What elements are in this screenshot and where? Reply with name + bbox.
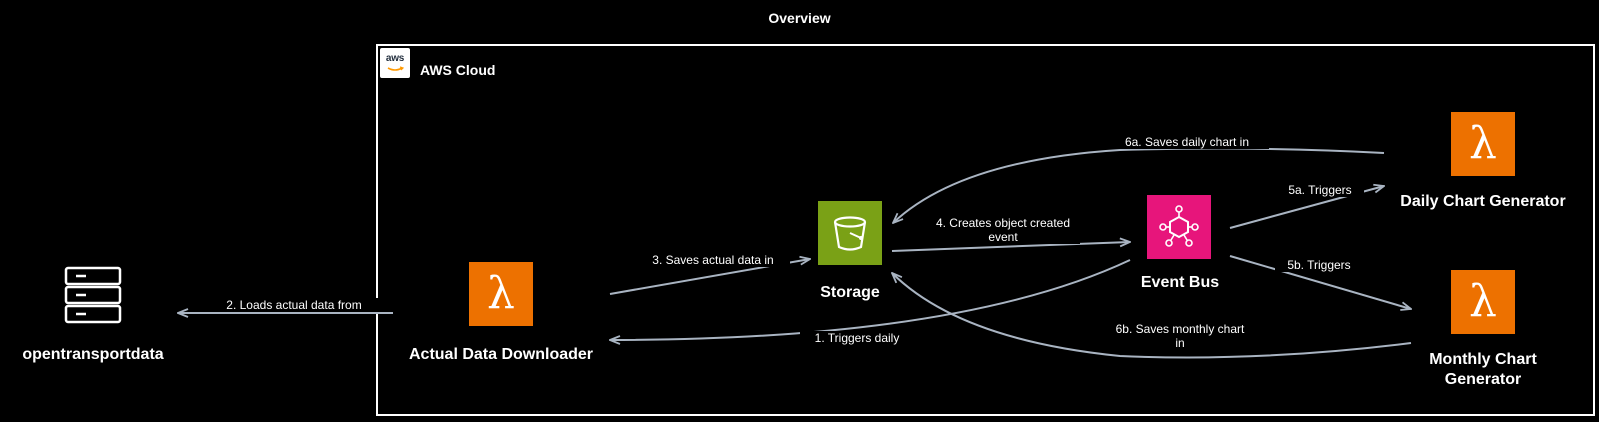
s3-bucket-icon <box>833 216 867 251</box>
edge-label-5b: 5b. Triggers <box>1275 258 1363 272</box>
eventbridge-icon <box>1159 205 1199 247</box>
edge-line-5b <box>1229 255 1411 309</box>
edge-label-2: 2. Loads actual data from <box>208 298 380 312</box>
edge-label-6a: 6a. Saves daily chart in <box>1105 135 1269 149</box>
edge-label-4: 4. Creates object created event <box>926 216 1080 244</box>
monthly-generator-label: Monthly Chart Generator <box>1429 351 1537 388</box>
server-icon <box>64 266 122 324</box>
edge-line-6a <box>893 147 1385 223</box>
daily-generator-label: Daily Chart Generator <box>1400 193 1566 210</box>
event-bus-node[interactable] <box>1147 195 1211 259</box>
edge-line-6b <box>892 273 1412 359</box>
external-source-label: opentransportdata <box>22 346 164 363</box>
storage-label: Storage <box>820 284 880 301</box>
lambda-icon: λ <box>1469 276 1497 327</box>
daily-generator-node[interactable]: λ <box>1451 112 1515 176</box>
aws-cloud-group <box>376 44 1595 416</box>
edge-line-4 <box>891 242 1130 252</box>
aws-cloud-label: AWS Cloud <box>420 62 496 78</box>
edge-label-5a: 5a. Triggers <box>1276 183 1364 197</box>
event-bus-label: Event Bus <box>1140 274 1220 291</box>
edge-label-3: 3. Saves actual data in <box>636 253 790 267</box>
edge-line-1 <box>610 259 1131 340</box>
monthly-generator-node[interactable]: λ <box>1451 270 1515 334</box>
diagram-title: Overview <box>768 10 831 26</box>
edge-label-1: 1. Triggers daily <box>800 331 914 345</box>
edge-label-6b: 6b. Saves monthly chart in <box>1108 322 1252 350</box>
lambda-icon: λ <box>487 268 515 319</box>
lambda-icon: λ <box>1469 118 1497 169</box>
downloader-label: Actual Data Downloader <box>408 346 594 363</box>
downloader-node[interactable]: λ <box>469 262 533 326</box>
external-source-node[interactable] <box>64 266 122 324</box>
storage-node[interactable] <box>818 201 882 265</box>
aws-logo-icon: aws <box>380 48 410 78</box>
